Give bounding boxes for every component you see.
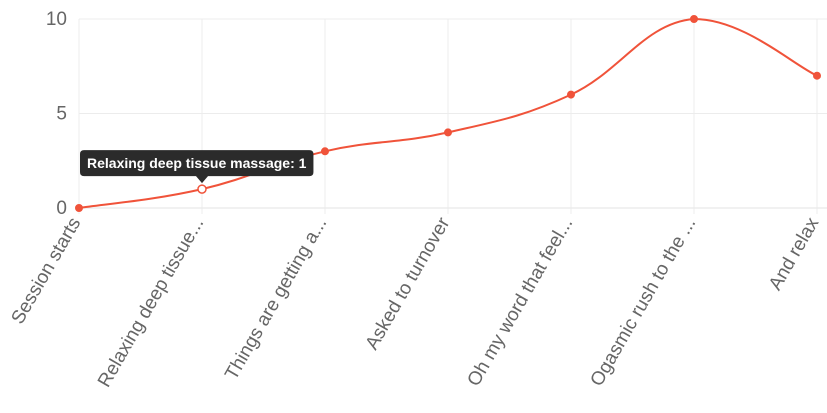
data-point[interactable]: [197, 184, 207, 194]
y-tick-label: 5: [56, 104, 67, 125]
y-axis-labels: 0 5 10: [46, 9, 67, 219]
y-tick-label: 10: [46, 9, 67, 30]
tooltip: Relaxing deep tissue massage: 1: [80, 150, 314, 184]
data-point[interactable]: [813, 71, 821, 80]
data-point[interactable]: [690, 15, 698, 23]
x-tick-label: Things are getting a...: [221, 214, 331, 384]
data-point[interactable]: [75, 204, 83, 212]
x-tick-label: Ogasmic rush to the ...: [587, 214, 701, 390]
data-point[interactable]: [321, 147, 329, 156]
x-tick-label: Asked to turnover: [362, 213, 455, 353]
data-point[interactable]: [444, 128, 452, 137]
y-tick-label: 0: [56, 198, 67, 219]
grid: [78, 18, 827, 214]
x-tick-label: Oh my word that feel...: [464, 214, 578, 390]
data-points: [75, 15, 821, 212]
tooltip-text: Relaxing deep tissue massage: 1: [87, 155, 307, 171]
tooltip-box: [80, 150, 314, 184]
x-tick-label: And relax: [765, 214, 824, 294]
x-tick-label: Relaxing deep tissue...: [94, 214, 208, 391]
x-tick-label: Session starts: [7, 214, 85, 328]
data-point[interactable]: [567, 90, 575, 99]
